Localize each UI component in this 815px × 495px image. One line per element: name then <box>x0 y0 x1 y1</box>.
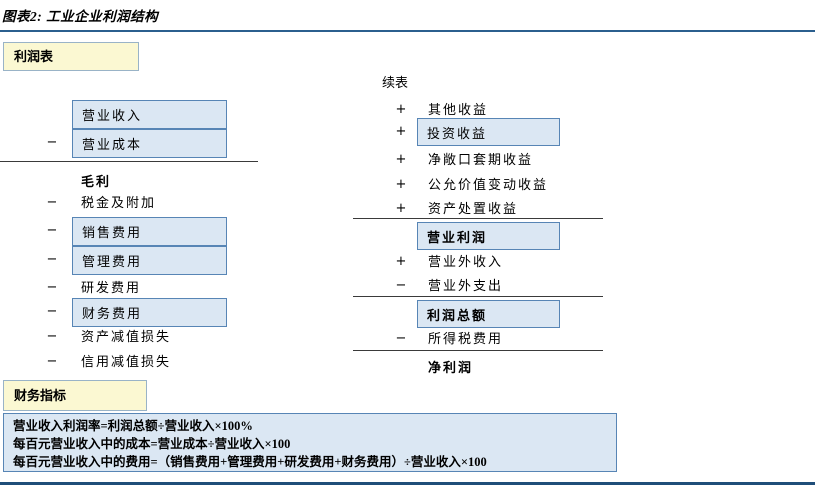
income-statement-header-label: 利润表 <box>14 49 54 64</box>
minus-sign: − <box>395 278 407 293</box>
flow-item: 营业外收入 <box>428 254 504 269</box>
plus-sign: + <box>395 177 407 192</box>
minus-sign: − <box>46 252 58 267</box>
minus-sign: − <box>46 354 58 369</box>
flow-item: 营业外支出 <box>428 278 504 293</box>
minus-sign: − <box>46 135 58 150</box>
sum-rule <box>353 350 603 351</box>
plus-sign: + <box>395 124 407 139</box>
flow-item: 净敞口套期收益 <box>428 152 534 167</box>
flow-item: 净利润 <box>428 360 474 375</box>
flow-item-boxed: 营业成本 <box>72 129 227 158</box>
plus-sign: + <box>395 254 407 269</box>
plus-sign: + <box>395 102 407 117</box>
flow-item-boxed: 投资收益 <box>417 118 560 146</box>
minus-sign: − <box>395 331 407 346</box>
flow-item: 其他收益 <box>428 102 489 117</box>
plus-sign: + <box>395 152 407 167</box>
sum-rule <box>0 161 258 162</box>
formula-line: 每百元营业收入中的费用=（销售费用+管理费用+研发费用+财务费用）÷营业收入×1… <box>13 455 487 469</box>
continuation-header: 续表 <box>382 75 409 90</box>
flow-item: 公允价值变动收益 <box>428 177 549 192</box>
flow-item: 毛利 <box>81 174 112 189</box>
minus-sign: − <box>46 280 58 295</box>
plus-sign: + <box>395 201 407 216</box>
formula-line: 营业收入利润率=利润总额÷营业收入×100% <box>13 419 253 433</box>
minus-sign: − <box>46 223 58 238</box>
flow-item: 资产处置收益 <box>428 201 519 216</box>
income-statement-header: 利润表 <box>3 42 139 71</box>
flow-item-boxed: 管理费用 <box>72 246 227 275</box>
flow-item-boxed: 财务费用 <box>72 298 227 327</box>
flow-item: 信用减值损失 <box>81 354 172 369</box>
financial-indicators-box: 营业收入利润率=利润总额÷营业收入×100% 每百元营业收入中的成本=营业成本÷营… <box>3 413 617 472</box>
flow-item: 研发费用 <box>81 280 142 295</box>
flow-item: 资产减值损失 <box>81 329 172 344</box>
flow-item: 税金及附加 <box>81 195 157 210</box>
financial-indicators-header-label: 财务指标 <box>14 388 67 403</box>
figure-title: 图表2: 工业企业利润结构 <box>2 9 159 24</box>
flow-item-boxed: 营业收入 <box>72 100 227 129</box>
flow-item-boxed: 销售费用 <box>72 217 227 246</box>
minus-sign: − <box>46 329 58 344</box>
minus-sign: − <box>46 195 58 210</box>
flow-item-boxed: 利润总额 <box>417 300 560 328</box>
flow-item: 所得税费用 <box>428 331 504 346</box>
financial-indicators-header: 财务指标 <box>3 380 147 411</box>
top-divider-rule <box>0 30 815 32</box>
bottom-divider-rule <box>0 482 815 485</box>
flow-item-boxed: 营业利润 <box>417 222 560 250</box>
sum-rule <box>353 296 603 297</box>
sum-rule <box>353 218 603 219</box>
minus-sign: − <box>46 304 58 319</box>
formula-line: 每百元营业收入中的成本=营业成本÷营业收入×100 <box>13 437 291 451</box>
